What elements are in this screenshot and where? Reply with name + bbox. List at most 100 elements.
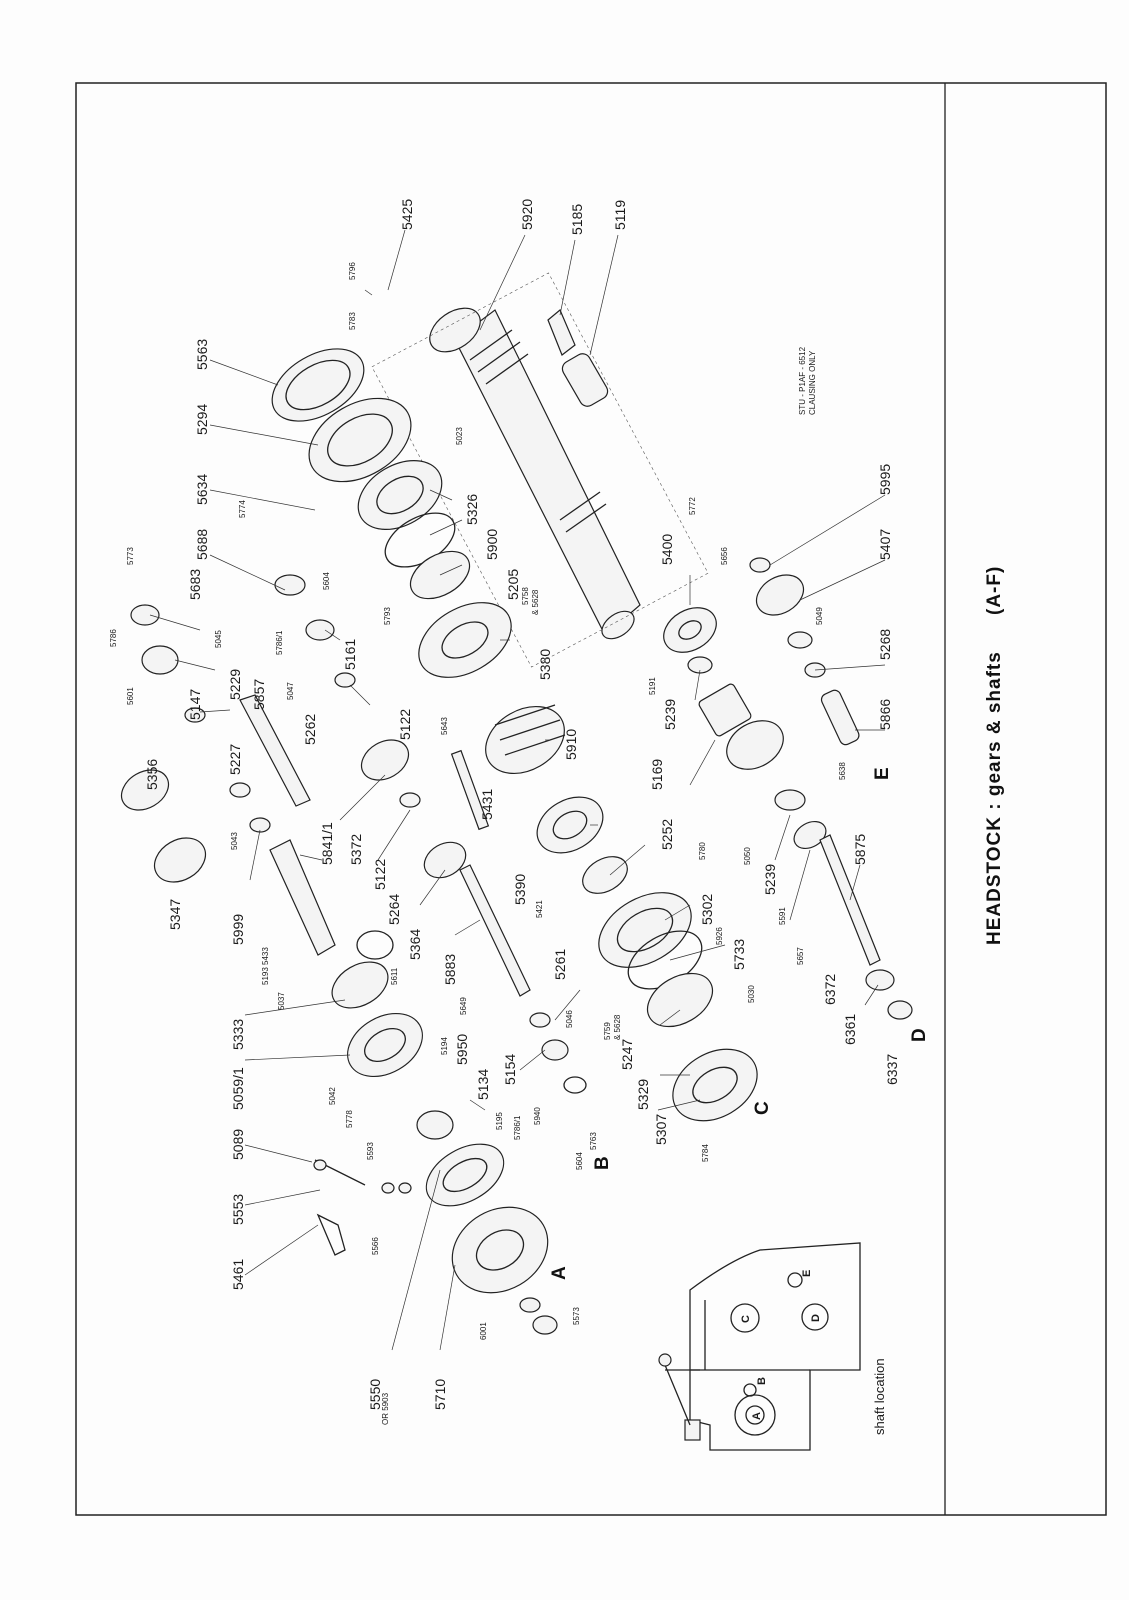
stamp-line-2: CLAUSING ONLY xyxy=(808,350,817,415)
label-5294: 5294 xyxy=(194,404,210,435)
label-5247: 5247 xyxy=(619,1039,635,1070)
leader-lines xyxy=(149,229,886,1351)
label-5900: 5900 xyxy=(484,529,500,560)
spindle-nose xyxy=(429,307,481,353)
label-5045: 5045 xyxy=(214,630,223,648)
spindle-bull-gear xyxy=(418,602,512,678)
washer-6337 xyxy=(887,1000,913,1020)
part-labels-small: 5796 5783 5023 5758 & 5628 5774 5773 560… xyxy=(109,262,847,1425)
inset-marker-a: A xyxy=(751,1412,763,1420)
label-5841-1: 5841/1 xyxy=(319,822,335,865)
label-5239-a: 5239 xyxy=(662,699,678,730)
shaft-b-group xyxy=(130,574,587,1094)
title-block: HEADSTOCK : gears & shafts (A-F) xyxy=(984,566,1005,945)
gear-hub-5169 xyxy=(698,683,752,737)
shaft-location-inset xyxy=(658,1242,861,1451)
label-5268: 5268 xyxy=(877,629,893,660)
label-5089: 5089 xyxy=(230,1129,246,1160)
label-5910: 5910 xyxy=(563,729,579,760)
label-5119: 5119 xyxy=(612,200,628,230)
label-5194: 5194 xyxy=(440,1037,449,1055)
label-5638: 5638 xyxy=(838,762,847,780)
sheet-title-suffix: (A-F) xyxy=(984,566,1005,615)
label-5611: 5611 xyxy=(390,967,399,985)
label-5421: 5421 xyxy=(535,900,544,918)
inset-labels: shaft location A B C D E xyxy=(740,1270,887,1435)
label-5875: 5875 xyxy=(852,834,868,865)
label-5656: 5656 xyxy=(720,547,729,565)
label-5154: 5154 xyxy=(502,1054,518,1085)
shaft-letter-a: A xyxy=(549,1266,570,1280)
shaft-letter-c: C xyxy=(752,1101,773,1115)
label-5229: 5229 xyxy=(227,669,243,700)
label-5227: 5227 xyxy=(227,744,243,775)
label-5191: 5191 xyxy=(648,677,657,695)
base-block xyxy=(684,1419,701,1441)
label-5252: 5252 xyxy=(659,819,675,850)
part-labels: 5425 5920 5185 5119 5563 5294 5634 5688 … xyxy=(144,199,900,1410)
spindle-end xyxy=(601,610,635,640)
stamp-line-1: STU - P1AF - 6512 xyxy=(798,346,807,415)
collar-5161 xyxy=(305,619,335,641)
label-5193: 5193 xyxy=(261,967,270,985)
label-5883: 5883 xyxy=(442,954,458,985)
label-5688: 5688 xyxy=(194,529,210,560)
label-5793: 5793 xyxy=(383,607,392,625)
seal-5593 xyxy=(416,1110,454,1140)
label-5461: 5461 xyxy=(230,1259,246,1290)
label-5780: 5780 xyxy=(698,842,707,860)
shaft-letter-d: D xyxy=(909,1028,930,1042)
center-sleeve xyxy=(561,353,609,407)
sleeve-5147 xyxy=(141,645,179,675)
inset-marker-e: E xyxy=(801,1270,813,1277)
label-5264: 5264 xyxy=(386,894,402,925)
label-5950: 5950 xyxy=(454,1034,470,1065)
label-5147: 5147 xyxy=(187,689,203,720)
shaft-5857 xyxy=(239,694,311,807)
label-5326: 5326 xyxy=(464,494,480,525)
label-5047: 5047 xyxy=(286,682,295,700)
label-5995: 5995 xyxy=(877,464,893,495)
label-5302: 5302 xyxy=(699,894,715,925)
spindle-pulley xyxy=(485,705,565,775)
bushing-5683 xyxy=(130,604,160,626)
label-5903: OR 5903 xyxy=(381,1392,390,1425)
rear-bearing-cap xyxy=(672,1048,758,1122)
label-5786: 5786 xyxy=(109,629,118,647)
label-5042: 5042 xyxy=(328,1087,337,1105)
spindle-gear-cluster xyxy=(536,796,604,854)
label-6361: 6361 xyxy=(842,1014,858,1045)
label-5043: 5043 xyxy=(230,832,239,850)
label-5566: 5566 xyxy=(371,1237,380,1255)
label-5161: 5161 xyxy=(342,639,358,670)
shaft-letters: A B C D E xyxy=(549,767,930,1280)
label-5307: 5307 xyxy=(653,1114,669,1145)
label-5786-1-a: 5786/1 xyxy=(275,630,284,655)
label-5758: 5758 xyxy=(521,587,530,605)
label-5920: 5920 xyxy=(519,199,535,230)
label-5786-1-b: 5786/1 xyxy=(513,1115,522,1140)
reference-stamp: STU - P1AF - 6512 CLAUSING ONLY xyxy=(798,346,817,415)
label-5333: 5333 xyxy=(230,1019,246,1050)
label-5772: 5772 xyxy=(688,497,697,515)
label-5425: 5425 xyxy=(399,199,415,230)
label-5046: 5046 xyxy=(565,1010,574,1028)
label-5634: 5634 xyxy=(194,474,210,505)
label-5347: 5347 xyxy=(167,899,183,930)
label-5553: 5553 xyxy=(230,1194,246,1225)
spindle-shaft-group xyxy=(271,272,758,1122)
lever-5461 xyxy=(316,1213,346,1256)
inset-marker-d: D xyxy=(810,1314,822,1322)
label-5604-a: 5604 xyxy=(322,572,331,590)
key-bar xyxy=(450,749,490,831)
label-5774: 5774 xyxy=(238,500,247,518)
location-a-ring xyxy=(734,1394,776,1436)
label-5195: 5195 xyxy=(495,1112,504,1130)
label-5778: 5778 xyxy=(345,1110,354,1128)
label-5563: 5563 xyxy=(194,339,210,370)
label-6337: 6337 xyxy=(884,1054,900,1085)
label-5759: 5759 xyxy=(603,1022,612,1040)
bearing-housing xyxy=(357,460,443,530)
label-5262: 5262 xyxy=(302,714,318,745)
label-5433: 5433 xyxy=(261,947,270,965)
